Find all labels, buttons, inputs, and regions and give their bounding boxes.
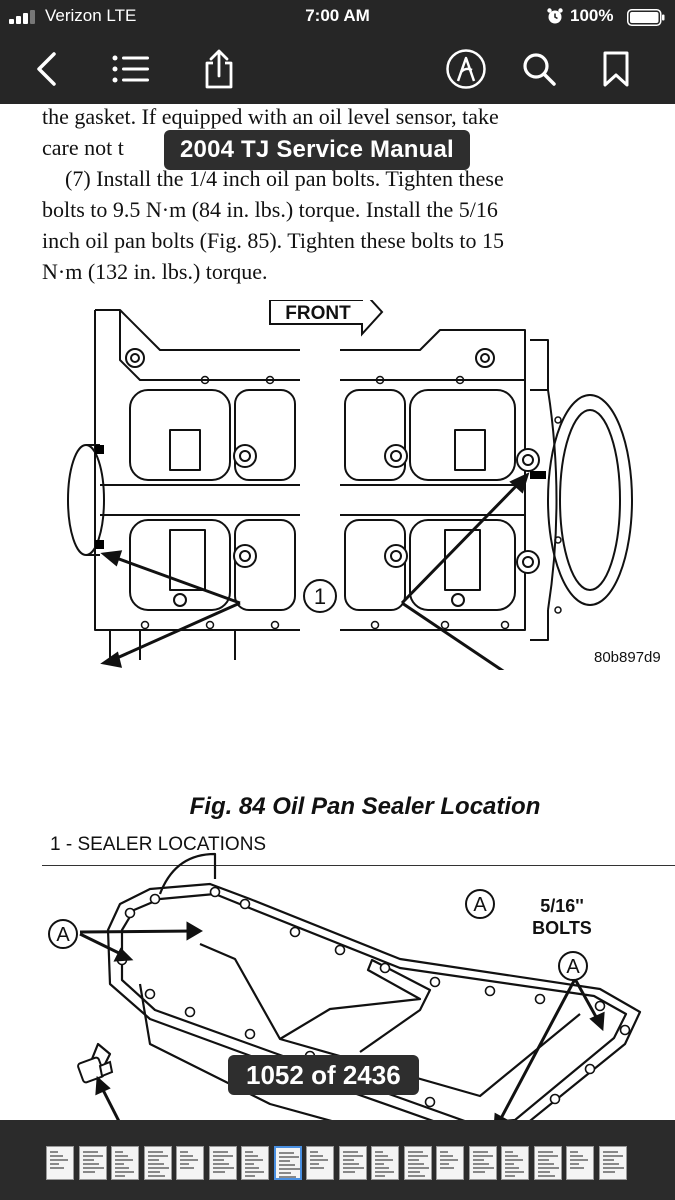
markup-icon	[446, 49, 486, 89]
page-thumbnail[interactable]	[599, 1146, 627, 1180]
page-thumbnail[interactable]	[534, 1146, 562, 1180]
body-text-line: care not t	[42, 135, 124, 160]
search-button[interactable]	[514, 34, 564, 104]
figure-84-engine-block-diagram: 1 FRONT 80b897d9	[67, 300, 661, 670]
figure-85-label-a: A	[566, 956, 580, 978]
figure-84-legend: 1 - SEALER LOCATIONS	[50, 834, 267, 855]
body-text-line: (7) Install the 1/4 inch oil pan bolts. …	[65, 166, 504, 191]
table-of-contents-button[interactable]	[106, 34, 156, 104]
back-button[interactable]	[22, 34, 72, 104]
figure-85-bolts-label: BOLTS	[532, 918, 592, 938]
share-button[interactable]	[194, 34, 244, 104]
figure-84-caption: Fig. 84 Oil Pan Sealer Location	[189, 793, 541, 820]
reader-toolbar	[0, 34, 675, 104]
battery-percentage: 100%	[570, 6, 614, 25]
document-title-overlay: 2004 TJ Service Manual	[164, 130, 470, 170]
page-thumbnail[interactable]	[46, 1146, 74, 1180]
body-text-line: N·m (132 in. lbs.) torque.	[42, 259, 268, 284]
figure-85-label-a: A	[473, 894, 487, 916]
document-page[interactable]: the gasket. If equipped with an oil leve…	[0, 104, 675, 1120]
page-thumbnail[interactable]	[144, 1146, 172, 1180]
page-thumbnail[interactable]	[111, 1146, 139, 1180]
status-bar: Verizon LTE 7:00 AM 100%	[0, 0, 675, 34]
figure-85-bolts-size: 5/16''	[540, 896, 584, 916]
search-icon	[523, 53, 556, 86]
figure-84-callout: 1	[314, 584, 326, 609]
section-divider	[42, 865, 675, 866]
page-thumbnail[interactable]	[209, 1146, 237, 1180]
figure-84-front-label: FRONT	[285, 303, 351, 324]
alarm-clock-icon	[547, 8, 563, 24]
page-thumbnail[interactable]	[469, 1146, 497, 1180]
markup-button[interactable]	[441, 34, 491, 104]
page-thumbnail[interactable]	[371, 1146, 399, 1180]
battery-icon	[627, 9, 665, 26]
back-icon	[37, 52, 56, 86]
status-time: 7:00 AM	[305, 6, 370, 25]
page-thumbnail-strip[interactable]	[0, 1120, 675, 1200]
bookmark-button[interactable]	[591, 34, 641, 104]
bookmark-icon	[603, 51, 629, 87]
page-thumbnail[interactable]	[501, 1146, 529, 1180]
page-thumbnail[interactable]	[339, 1146, 367, 1180]
page-thumbnail[interactable]	[274, 1146, 302, 1180]
page-thumbnail[interactable]	[436, 1146, 464, 1180]
page-thumbnail[interactable]	[404, 1146, 432, 1180]
table-of-contents-icon	[112, 55, 149, 83]
figure-85-label-a: A	[56, 924, 70, 946]
share-icon	[205, 49, 233, 89]
page-thumbnail[interactable]	[241, 1146, 269, 1180]
page-thumbnail[interactable]	[176, 1146, 204, 1180]
page-thumbnail[interactable]	[79, 1146, 107, 1180]
carrier-name: Verizon LTE	[45, 6, 137, 25]
body-text-line: inch oil pan bolts (Fig. 85). Tighten th…	[42, 228, 505, 253]
page-thumbnail[interactable]	[306, 1146, 334, 1180]
page-thumbnail[interactable]	[566, 1146, 594, 1180]
signal-strength-icon	[9, 10, 39, 24]
figure-84-code: 80b897d9	[594, 649, 661, 666]
page-counter-overlay: 1052 of 2436	[228, 1055, 419, 1095]
body-text-line: bolts to 9.5 N·m (84 in. lbs.) torque. I…	[42, 197, 498, 222]
body-text-line: the gasket. If equipped with an oil leve…	[42, 104, 499, 129]
